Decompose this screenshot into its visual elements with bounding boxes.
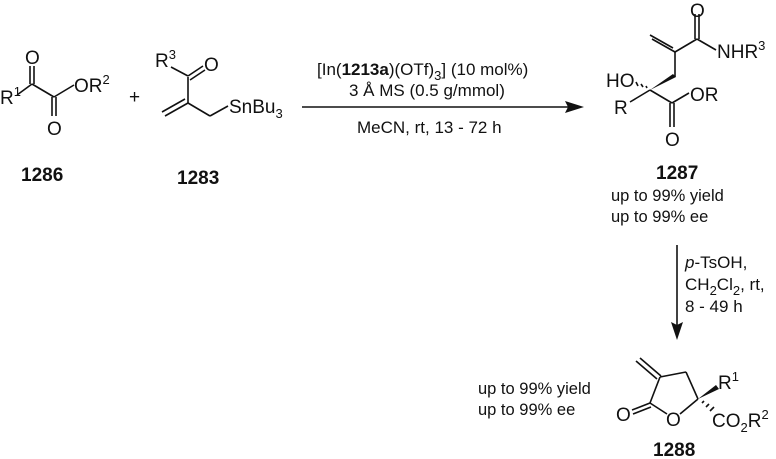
step2-time: 8 - 49 h xyxy=(685,297,743,316)
product1-yield: up to 99% yield xyxy=(611,187,724,205)
step2-reagent: p-TsOH, xyxy=(684,253,747,272)
atom-r: R xyxy=(614,98,628,119)
compound-1288: O O R1 CO2R2 1288 up to 99% yield up to … xyxy=(478,357,769,459)
atom-o-ring: O xyxy=(666,410,681,431)
compound-1286: O O R1 OR2 1286 xyxy=(0,48,110,186)
step2-solvent: CH2Cl2, rt, xyxy=(685,275,765,298)
step1-conditions: MeCN, rt, 13 - 72 h xyxy=(357,118,502,137)
compound-label-1288: 1288 xyxy=(653,440,695,459)
step1-additive: 3 Å MS (0.5 g/mmol) xyxy=(349,81,505,100)
atom-o-amide: O xyxy=(690,1,705,22)
product1-ee: up to 99% ee xyxy=(611,208,708,226)
compound-label-1286: 1286 xyxy=(21,165,63,186)
compound-1283: R3 O SnBu3 1283 xyxy=(155,47,283,189)
compound-label-1287: 1287 xyxy=(656,163,698,184)
atom-o-carbonyl: O xyxy=(616,405,631,426)
atom-r3: R3 xyxy=(155,47,176,72)
step1-catalyst: [In(1213a)(OTf)3] (10 mol%) xyxy=(317,60,528,83)
atom-co2r2: CO2R2 xyxy=(712,407,769,435)
atom-or2: OR2 xyxy=(74,72,110,97)
atom-r1: R1 xyxy=(718,369,739,394)
product2-yield: up to 99% yield xyxy=(478,380,591,398)
product2-ee: up to 99% ee xyxy=(478,401,575,419)
reaction-arrow-step2 xyxy=(671,245,683,340)
atom-o-top: O xyxy=(25,48,40,69)
atom-ho: HO xyxy=(606,71,635,92)
atom-o: O xyxy=(204,55,219,76)
atom-r1: R1 xyxy=(0,84,21,109)
atom-nhr3: NHR3 xyxy=(717,38,765,63)
compound-label-1283: 1283 xyxy=(177,168,219,189)
atom-or: OR xyxy=(690,85,719,106)
compound-1287: O NHR3 HO R OR O 1287 up to 99% yield up… xyxy=(606,1,765,226)
plus-sign: + xyxy=(129,87,140,108)
atom-o-bottom: O xyxy=(47,119,62,140)
atom-o-ester: O xyxy=(665,130,680,151)
atom-snbu3: SnBu3 xyxy=(229,97,283,121)
reaction-arrow-step1 xyxy=(302,101,584,113)
